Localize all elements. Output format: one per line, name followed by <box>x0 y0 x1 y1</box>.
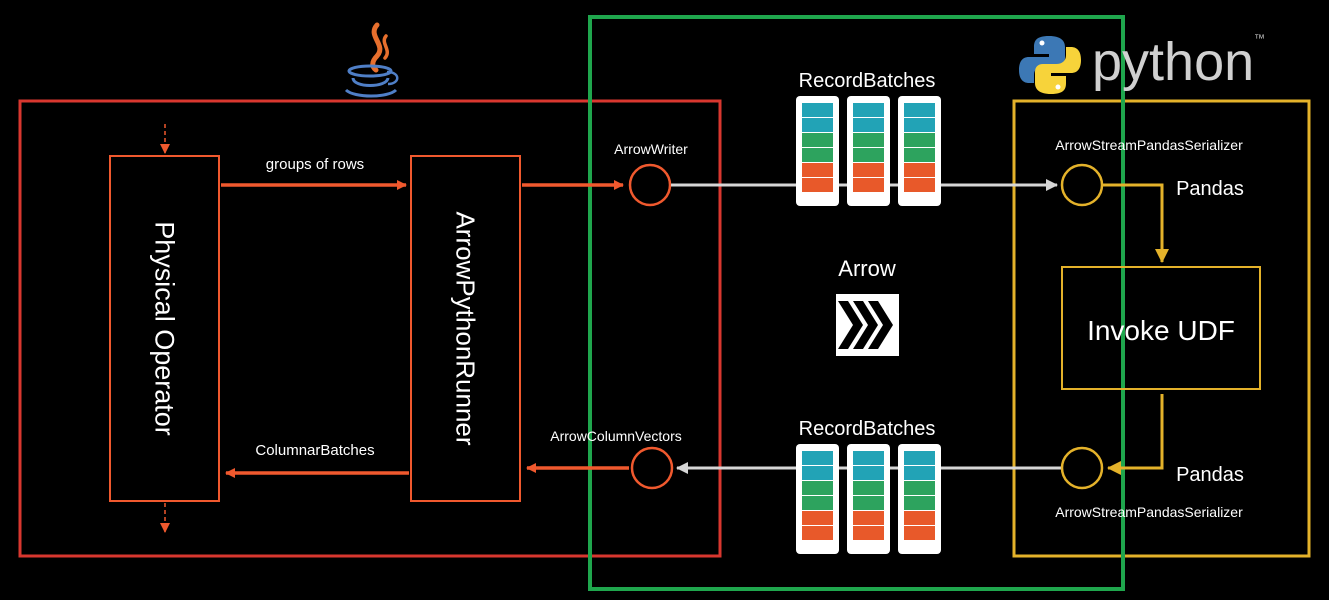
arrow-python-runner-label: ArrowPythonRunner <box>451 211 481 445</box>
record-batches-top-batch-1-segment <box>802 118 833 132</box>
serializer-top-label: ArrowStreamPandasSerializer <box>1055 137 1243 153</box>
arrow-column-vectors-node <box>630 446 674 490</box>
record-batches-top-batch-2-segment <box>853 163 884 177</box>
record-batches-top-batch-3-segment <box>904 133 935 147</box>
record-batches-bottom-batch-2-segment <box>853 481 884 495</box>
arrow-writer-label: ArrowWriter <box>614 141 688 157</box>
arrow-label: Arrow <box>838 256 896 281</box>
record-batches-bottom-batch-3-segment <box>904 526 935 540</box>
record-batches-bottom-batch-2-segment <box>853 496 884 510</box>
record-batches-top-batch-3-segment <box>904 178 935 192</box>
record-batches-top-batch-1-segment <box>802 148 833 162</box>
java-coffee-cup-icon <box>344 22 399 98</box>
record-batches-top-label: RecordBatches <box>799 70 936 92</box>
pandas-bottom-label: Pandas <box>1176 464 1244 486</box>
record-batches-bottom-group <box>796 444 941 554</box>
record-batches-bottom-batch-3-segment <box>904 466 935 480</box>
arrow-column-vectors-label: ArrowColumnVectors <box>550 428 682 444</box>
record-batches-top-batch-2-segment <box>853 133 884 147</box>
physical-operator-label: Physical Operator <box>150 221 180 436</box>
python-trademark: ™ <box>1254 33 1265 45</box>
columnar-batches-label: ColumnarBatches <box>255 442 374 459</box>
jvm-zone <box>18 99 722 558</box>
record-batches-top-batch-2-segment <box>853 178 884 192</box>
record-batches-top-batch-1-segment <box>802 133 833 147</box>
record-batches-bottom-batch-1-segment <box>802 466 833 480</box>
record-batches-bottom-batch-1-segment <box>802 496 833 510</box>
udf-to-serializer-arrow <box>1107 394 1164 475</box>
serializer-to-udf-arrow <box>1102 183 1169 263</box>
record-batches-bottom-batch-1-segment <box>802 511 833 525</box>
record-batches-top-batch-2-segment <box>853 103 884 117</box>
serializer-bottom-label: ArrowStreamPandasSerializer <box>1055 504 1243 520</box>
record-batches-top-batch-3-segment <box>904 148 935 162</box>
invoke-udf-label: Invoke UDF <box>1087 315 1235 346</box>
record-batches-top-batch-2-segment <box>853 148 884 162</box>
python-zone <box>1012 99 1311 558</box>
record-batches-bottom-batch-3-segment <box>904 481 935 495</box>
record-batches-top-batch-3-segment <box>904 163 935 177</box>
record-batches-bottom-batch-3-segment <box>904 496 935 510</box>
python-logo-icon <box>1019 36 1081 94</box>
arrow-writer-node <box>628 163 672 207</box>
record-batches-bottom-batch-3-segment <box>904 451 935 465</box>
groups-of-rows-label: groups of rows <box>266 156 364 173</box>
record-batches-bottom-batch-3-segment <box>904 511 935 525</box>
serializer-top-node <box>1060 163 1104 207</box>
record-batches-bottom-batch-1-segment <box>802 451 833 465</box>
record-batches-bottom-batch-1-segment <box>802 481 833 495</box>
record-batches-top-batch-1-segment <box>802 178 833 192</box>
record-batches-top-batch-1-segment <box>802 163 833 177</box>
record-batches-bottom-batch-2-segment <box>853 511 884 525</box>
record-batches-bottom-label: RecordBatches <box>799 418 936 440</box>
record-batches-top-batch-2-segment <box>853 118 884 132</box>
record-batches-top-group <box>796 96 941 206</box>
pandas-top-label: Pandas <box>1176 178 1244 200</box>
record-batches-bottom-batch-2-segment <box>853 526 884 540</box>
serializer-bottom-node <box>1060 446 1104 490</box>
physical-operator-box <box>109 155 220 502</box>
python-logo-text: python <box>1092 32 1254 92</box>
record-batches-top-batch-3-segment <box>904 118 935 132</box>
arrow-zone <box>588 15 1125 591</box>
arrow-python-runner-box <box>410 155 521 502</box>
arrow-chevrons-icon <box>836 294 899 356</box>
record-batches-top-batch-3-segment <box>904 103 935 117</box>
record-batches-top-batch-1-segment <box>802 103 833 117</box>
record-batches-bottom-batch-2-segment <box>853 466 884 480</box>
invoke-udf-box <box>1061 266 1261 390</box>
record-batches-bottom-batch-1-segment <box>802 526 833 540</box>
record-batches-bottom-batch-2-segment <box>853 451 884 465</box>
